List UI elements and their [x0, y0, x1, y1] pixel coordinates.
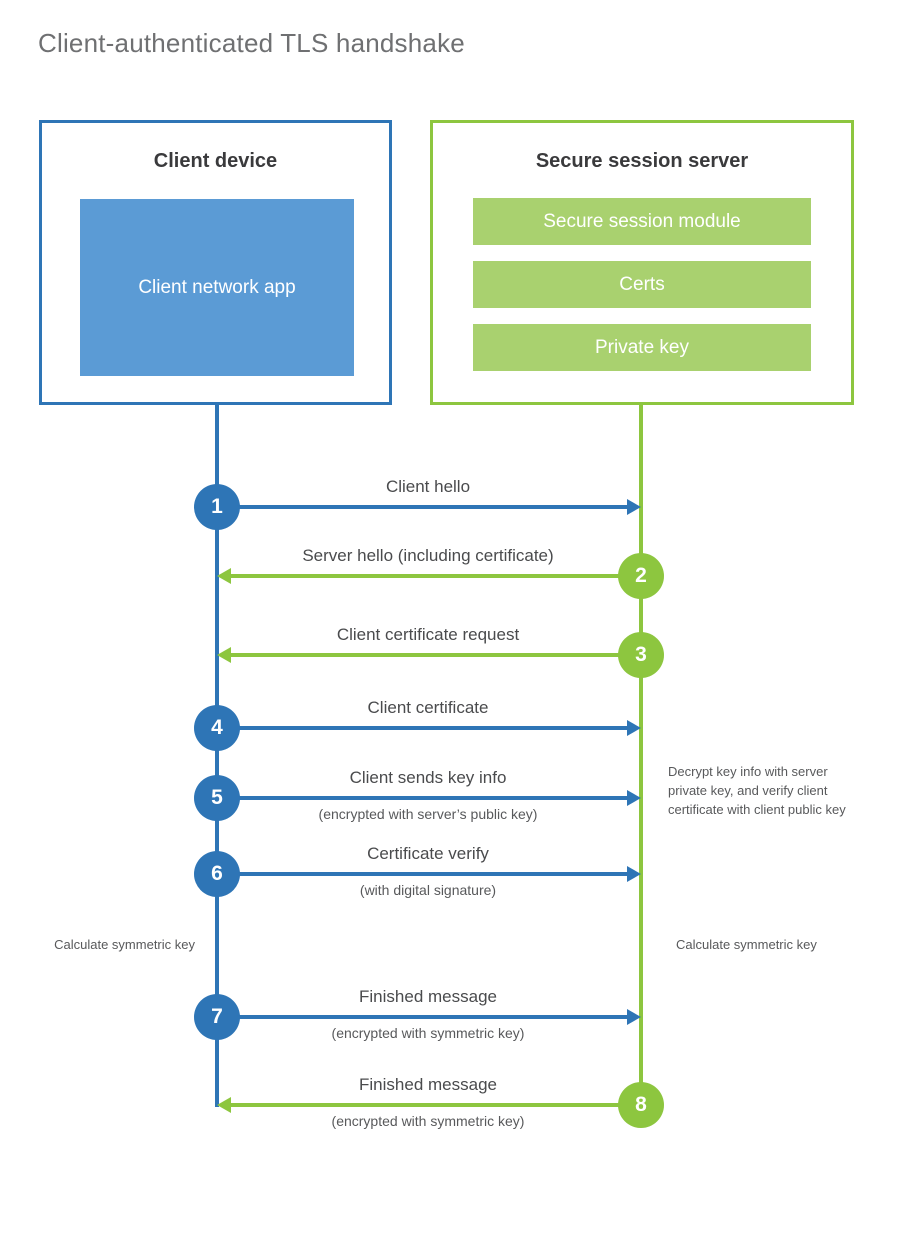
message-line-1	[217, 505, 629, 509]
arrowhead-1	[627, 499, 641, 515]
message-label-4: Client certificate	[367, 698, 489, 717]
message-label-8: Finished message	[359, 1075, 497, 1094]
arrowhead-7	[627, 1009, 641, 1025]
step-circle-4[interactable]: 4	[194, 705, 240, 751]
message-label-7: Finished message	[359, 987, 497, 1006]
page-title: Client-authenticated TLS handshake	[38, 28, 465, 58]
arrowhead-8	[217, 1097, 231, 1113]
secure-session-server-box: Secure session server Secure session mod…	[430, 120, 854, 405]
secure-session-server-title: Secure session server	[535, 150, 749, 172]
step-circle-6[interactable]: 6	[194, 851, 240, 897]
message-label-6: Certificate verify	[367, 844, 489, 863]
client-device-title: Client device	[153, 150, 278, 172]
server-lifeline	[639, 405, 643, 1107]
client-calculate-symmetric-key-note: Calculate symmetric key	[54, 937, 195, 952]
server-component-private-key: Private key	[473, 324, 811, 371]
arrowhead-5	[627, 790, 641, 806]
step-circle-7[interactable]: 7	[194, 994, 240, 1040]
server-component-secure-session-module: Secure session module	[473, 198, 811, 245]
message-line-6	[217, 872, 629, 876]
server-calculate-symmetric-key-note: Calculate symmetric key	[676, 937, 817, 952]
step-circle-2[interactable]: 2	[618, 553, 664, 599]
message-sublabel-7: (encrypted with symmetric key)	[331, 1025, 525, 1041]
message-label-1: Client hello	[385, 477, 471, 496]
arrowhead-4	[627, 720, 641, 736]
arrowhead-2	[217, 568, 231, 584]
client-network-app-block: Client network app	[80, 199, 354, 376]
arrowhead-3	[217, 647, 231, 663]
message-label-2: Server hello (including certificate)	[302, 546, 554, 565]
client-lifeline	[215, 405, 219, 1107]
client-device-box: Client device Client network app	[39, 120, 392, 405]
message-label-5: Client sends key info	[349, 768, 507, 787]
step-circle-5[interactable]: 5	[194, 775, 240, 821]
message-line-3	[229, 653, 641, 657]
server-component-certs: Certs	[473, 261, 811, 308]
message-line-2	[229, 574, 641, 578]
message-line-8	[229, 1103, 641, 1107]
message-label-3: Client certificate request	[336, 625, 520, 644]
message-line-5	[217, 796, 629, 800]
message-line-4	[217, 726, 629, 730]
step-circle-8[interactable]: 8	[618, 1082, 664, 1128]
step-circle-1[interactable]: 1	[194, 484, 240, 530]
arrowhead-6	[627, 866, 641, 882]
message-sublabel-8: (encrypted with symmetric key)	[331, 1113, 525, 1129]
message-sublabel-5: (encrypted with server’s public key)	[318, 806, 538, 822]
message-line-7	[217, 1015, 629, 1019]
step-circle-3[interactable]: 3	[618, 632, 664, 678]
message-sublabel-6: (with digital signature)	[359, 882, 497, 898]
server-decrypt-note: Decrypt key info with server private key…	[668, 764, 846, 817]
